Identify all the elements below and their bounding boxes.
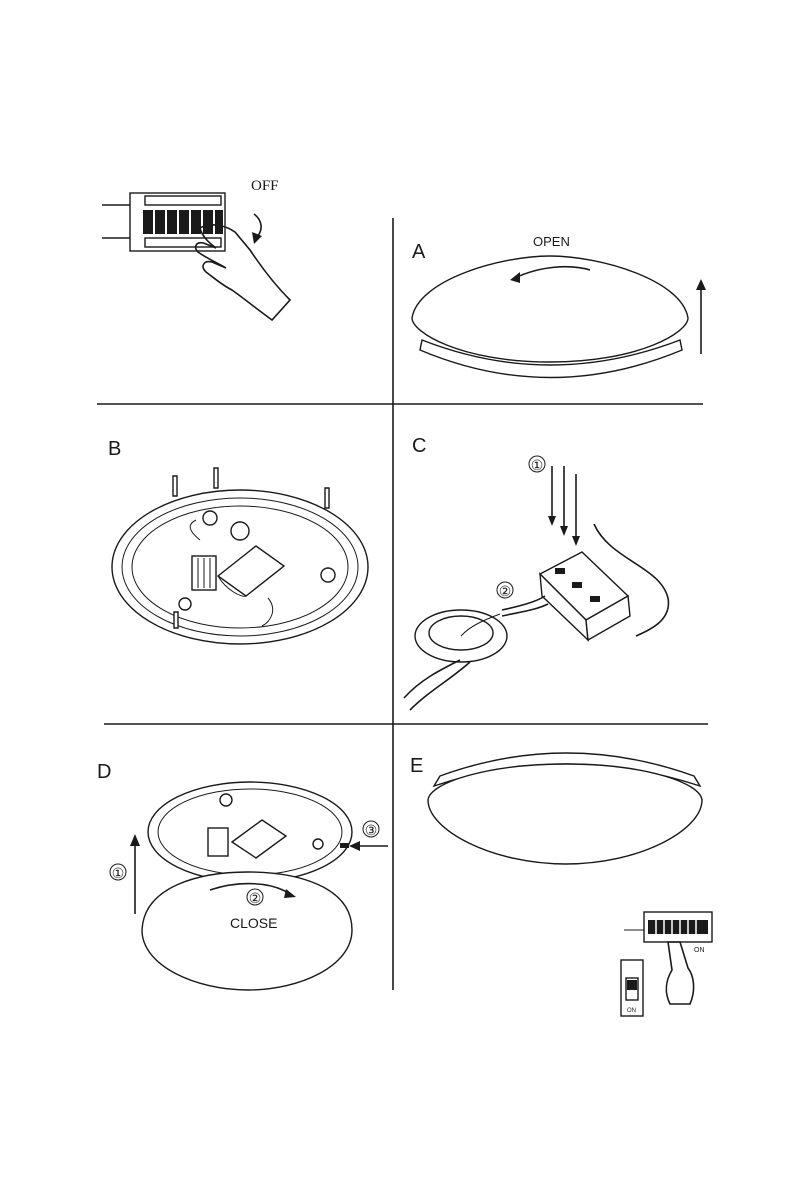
step-d-marker-3: ③ (365, 824, 378, 839)
breaker-on-panel (624, 911, 713, 943)
terminal-block (538, 551, 631, 642)
base-plate-d (147, 781, 353, 883)
breaker-switches (143, 195, 223, 248)
step-a-letter: A (412, 241, 426, 263)
ceiling-wire (593, 523, 670, 637)
step-c-marker-2: ② (499, 585, 512, 600)
hand-on-icon (665, 941, 695, 1005)
step-d-marker-1: ① (112, 867, 125, 882)
marker-circle-1 (528, 455, 546, 473)
marker-circle-2 (496, 581, 514, 599)
panel-dividers (97, 218, 708, 990)
off-label: OFF (251, 178, 279, 194)
step-a: A OPEN (411, 234, 706, 379)
close-rotate-arrow-icon (209, 882, 291, 895)
step-c-letter: C (412, 435, 426, 457)
step-b: B (108, 438, 369, 645)
ceiling-outlet (414, 609, 508, 663)
installed-lamp (427, 752, 703, 865)
supply-cable-a (403, 659, 461, 699)
step-e-letter: E (410, 755, 423, 777)
marker-circle-d1 (109, 863, 127, 881)
step-d: D ① ② CLOSE ③ (97, 761, 388, 991)
step-b-letter: B (108, 438, 121, 460)
cover-dome-d (141, 871, 353, 991)
marker-circle-d2 (246, 888, 264, 906)
base-plate (111, 489, 369, 645)
step-c-marker-1: ① (531, 459, 544, 474)
wall-switch (620, 959, 644, 1017)
step-e: E ON ON (410, 752, 713, 1017)
step-d-letter: D (97, 761, 111, 783)
close-label: CLOSE (230, 915, 277, 931)
open-rotate-arrow-icon (514, 265, 591, 279)
open-label: OPEN (533, 234, 570, 249)
marker-circle-d3 (362, 820, 380, 838)
step-off-breaker: OFF (102, 178, 292, 322)
side-screw (340, 843, 349, 848)
lamp-dome-a (411, 255, 689, 379)
wire-1 (501, 595, 546, 611)
hand-icon (194, 223, 292, 322)
mounting-screws (172, 467, 330, 629)
breaker-on-label: ON (694, 947, 705, 954)
wire-2 (501, 603, 549, 617)
step-c: C ① ② (403, 435, 670, 711)
wall-switch-label: ON (627, 1008, 636, 1014)
step-d-marker-2: ② (249, 892, 262, 907)
supply-cable-b (409, 661, 471, 711)
insert-arrows (548, 466, 580, 546)
